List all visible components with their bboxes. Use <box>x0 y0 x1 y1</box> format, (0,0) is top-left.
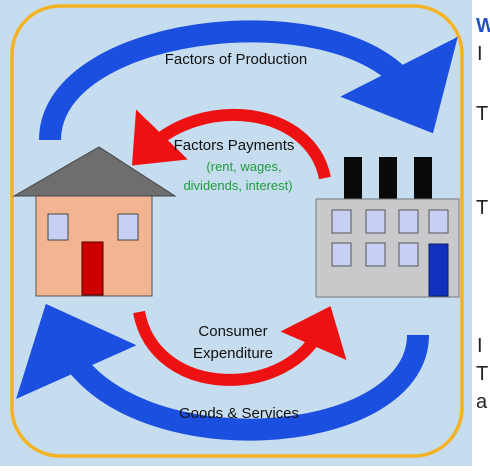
label-factors-payments: Factors Payments <box>174 137 295 154</box>
factory-door <box>428 243 449 297</box>
edge-fragment: T <box>476 363 488 385</box>
label-factors-payments-detail-2: dividends, interest) <box>183 178 292 193</box>
factor-payments-arrow <box>131 108 331 180</box>
edge-fragment: T <box>476 103 488 125</box>
factory-window <box>428 209 449 234</box>
edge-fragment: I <box>477 335 483 357</box>
goods-services-arrow <box>16 303 429 441</box>
consumer-expenditure-arrow <box>133 306 347 386</box>
house-window-right <box>117 213 139 241</box>
factory-window <box>398 242 419 267</box>
outer-frame <box>10 4 464 458</box>
house-roof <box>12 146 177 197</box>
edge-fragment: a <box>476 391 488 413</box>
label-goods-services: Goods & Services <box>179 405 299 422</box>
edge-fragment: T <box>476 197 488 219</box>
label-factors-of-production: Factors of Production <box>165 51 308 68</box>
label-consumer: Consumer <box>198 323 267 340</box>
factory-window <box>331 209 352 234</box>
household-house-icon <box>12 146 177 297</box>
house-door <box>81 241 104 296</box>
factory-window <box>365 242 386 267</box>
house-window-left <box>47 213 69 241</box>
firm-factory-icon <box>315 157 460 298</box>
right-margin <box>472 0 490 466</box>
factors-of-production-arrow <box>39 20 458 141</box>
factory-chimney <box>379 157 397 199</box>
label-factors-payments-detail-1: (rent, wages, <box>206 159 281 174</box>
factory-chimney <box>344 157 362 199</box>
factory-window <box>365 209 386 234</box>
factory-window <box>331 242 352 267</box>
factory-chimney <box>414 157 432 199</box>
edge-fragment: W <box>476 15 490 37</box>
label-expenditure: Expenditure <box>193 345 273 362</box>
factory-window <box>398 209 419 234</box>
edge-fragment: I <box>477 43 483 65</box>
